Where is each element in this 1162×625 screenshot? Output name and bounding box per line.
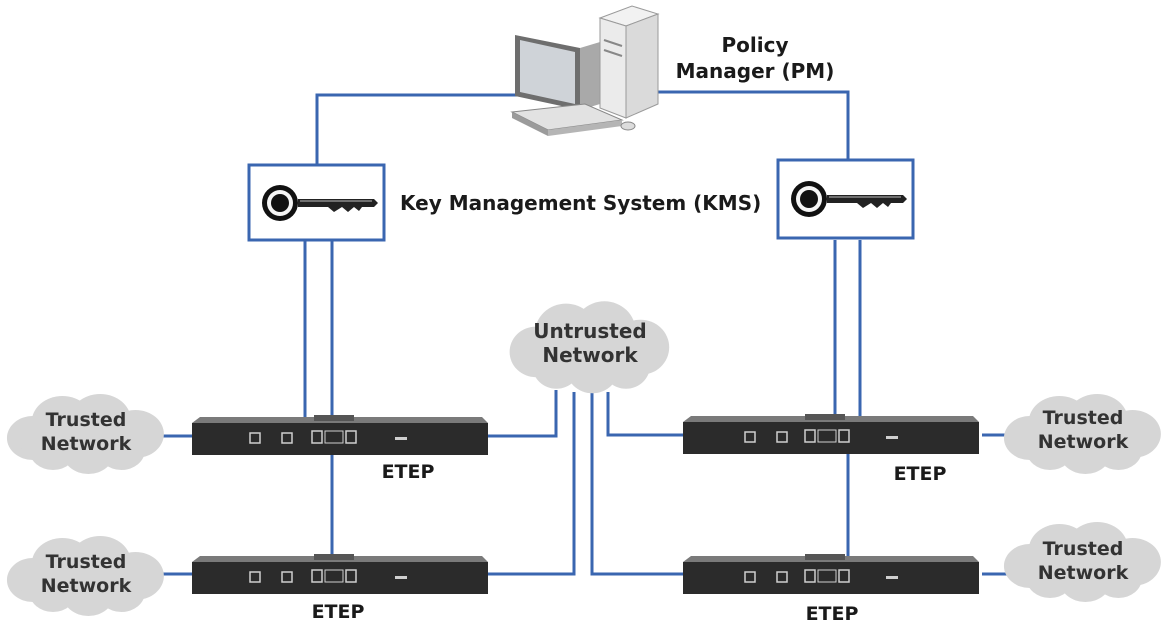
- trusted-label-line2: Network: [41, 433, 132, 455]
- link-etep4-untrusted: [590, 392, 683, 576]
- key-icon: [262, 185, 378, 221]
- kms-label: Key Management System (KMS): [400, 191, 761, 215]
- etep-appliance-1: [192, 415, 488, 455]
- pm-label-line1: Policy: [721, 33, 788, 57]
- etep-label-1: ETEP: [382, 461, 435, 483]
- trusted-label-line2: Network: [1038, 431, 1129, 453]
- trusted-label-line1: Trusted: [46, 409, 127, 431]
- trusted-label-line2: Network: [1038, 562, 1129, 584]
- trusted-network-cloud-3: Trusted Network: [1003, 394, 1161, 474]
- connection-lines: [160, 90, 1010, 576]
- trusted-network-cloud-2: Trusted Network: [6, 536, 164, 616]
- etep-label-4: ETEP: [806, 603, 859, 625]
- trusted-label-line1: Trusted: [1043, 538, 1124, 560]
- network-appliance-icon: [683, 554, 979, 594]
- link-pm-kms-right: [655, 90, 850, 160]
- etep-label-3: ETEP: [894, 463, 947, 485]
- untrusted-network-cloud: Untrusted Network: [509, 301, 670, 394]
- kms-box-right: [776, 158, 915, 240]
- untrusted-label-line2: Network: [542, 343, 638, 367]
- trusted-label-line2: Network: [41, 575, 132, 597]
- etep-appliance-2: [192, 554, 488, 594]
- network-appliance-icon: [192, 415, 488, 455]
- trusted-label-line1: Trusted: [46, 551, 127, 573]
- pm-label-line2: Manager (PM): [676, 59, 835, 83]
- kms-box-left: [247, 163, 386, 242]
- trusted-network-cloud-4: Trusted Network: [1003, 522, 1161, 602]
- untrusted-label-line1: Untrusted: [533, 319, 647, 343]
- link-etep3-untrusted: [606, 392, 683, 437]
- link-etep1-untrusted: [488, 390, 558, 438]
- etep-appliance-3: [683, 414, 979, 454]
- link-etep2-untrusted: [488, 392, 576, 576]
- network-appliance-icon: [192, 554, 488, 594]
- desktop-computer-icon: [510, 5, 660, 136]
- network-appliance-icon: [683, 414, 979, 454]
- etep-appliance-4: [683, 554, 979, 594]
- trusted-label-line1: Trusted: [1043, 407, 1124, 429]
- trusted-network-cloud-1: Trusted Network: [6, 394, 164, 474]
- key-icon: [791, 181, 907, 217]
- link-pm-kms-left: [315, 93, 520, 165]
- etep-label-2: ETEP: [312, 601, 365, 623]
